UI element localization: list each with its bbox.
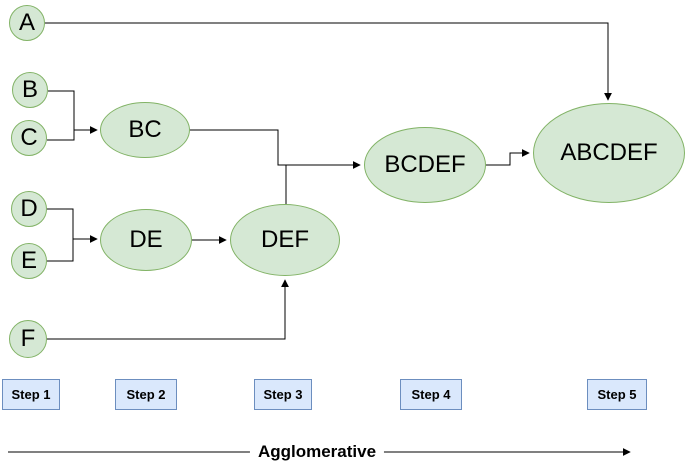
step-badge-step-4: Step 4 xyxy=(400,379,462,410)
edge-c-to-junction xyxy=(47,130,75,141)
cluster-node-b: B xyxy=(12,72,48,108)
cluster-label-de: DE xyxy=(129,226,163,253)
edge-bcdef-to-abcdef xyxy=(486,149,530,166)
cluster-node-f: F xyxy=(9,320,47,358)
agglomerative-axis-label: Agglomerative xyxy=(249,442,385,462)
cluster-label-e: E xyxy=(20,247,37,274)
cluster-label-abcdef: ABCDEF xyxy=(560,139,658,166)
cluster-label-bcdef: BCDEF xyxy=(384,151,466,178)
cluster-node-abcdef: ABCDEF xyxy=(533,103,685,203)
edge-bc-to-bcdef xyxy=(190,129,361,169)
step-badge-step-3: Step 3 xyxy=(254,379,312,410)
cluster-label-d: D xyxy=(20,195,38,222)
edge-b-to-junction xyxy=(48,90,75,130)
cluster-node-c: C xyxy=(11,120,47,156)
edge-a-to-abcdef xyxy=(45,22,612,101)
cluster-node-bc: BC xyxy=(100,102,190,158)
cluster-label-bc: BC xyxy=(128,116,162,143)
cluster-label-f: F xyxy=(20,325,36,352)
cluster-label-c: C xyxy=(20,124,38,151)
edge-d-to-junction xyxy=(47,208,74,239)
cluster-node-a: A xyxy=(9,5,45,41)
cluster-node-def: DEF xyxy=(230,204,340,276)
step-badge-step-5: Step 5 xyxy=(587,379,647,410)
cluster-node-e: E xyxy=(11,243,47,279)
edge-e-to-junction xyxy=(47,239,74,262)
step-badge-step-1: Step 1 xyxy=(2,379,60,410)
cluster-label-a: A xyxy=(18,9,35,36)
cluster-node-de: DE xyxy=(100,209,192,271)
cluster-label-def: DEF xyxy=(261,226,309,253)
cluster-node-bcdef: BCDEF xyxy=(364,127,486,203)
cluster-label-b: B xyxy=(21,76,38,103)
edge-f-to-def xyxy=(47,279,289,340)
cluster-node-d: D xyxy=(11,191,47,227)
step-badge-step-2: Step 2 xyxy=(115,379,177,410)
